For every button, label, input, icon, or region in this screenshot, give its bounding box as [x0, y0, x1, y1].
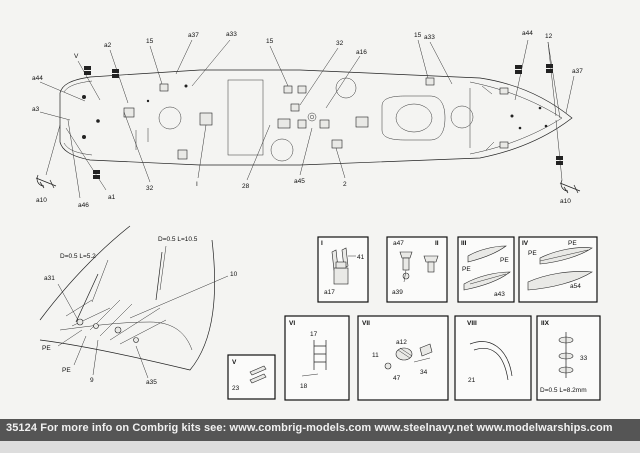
- panel-vii-11: 11: [372, 352, 379, 359]
- label-a45: a45: [294, 178, 305, 185]
- panel-v: [227, 354, 276, 400]
- assembly-diagram: a44 V a2 15 a37 a33 15 32 a16 15 a33 a44…: [32, 30, 601, 401]
- label-a44-left: a44: [32, 75, 43, 82]
- label-v: V: [74, 53, 79, 60]
- panel-v-23: 23: [232, 385, 240, 392]
- label-15-a: 15: [146, 38, 154, 45]
- label-a33-a: a33: [226, 31, 237, 38]
- panel-vii-47: 47: [393, 375, 401, 382]
- panel-ii-a47: a47: [393, 240, 404, 247]
- panel-iii: [457, 236, 515, 303]
- funnel-base: [270, 138, 294, 162]
- label-a46: a46: [78, 202, 89, 209]
- panel-vii-a12: a12: [396, 339, 407, 346]
- panel-ii: [386, 236, 448, 303]
- panel-vi-18: 18: [300, 383, 308, 390]
- panel-v-title: V: [232, 359, 237, 366]
- panel-i-a17: a17: [324, 289, 335, 296]
- bow-spec-left: D=0.5 L=5.2: [60, 253, 96, 260]
- panel-iix: [536, 315, 601, 401]
- panel-vi: [284, 315, 350, 401]
- panel-ii-a39: a39: [392, 289, 403, 296]
- label-a37-b: a37: [572, 68, 583, 75]
- panel-iv-pe-b: PE: [568, 240, 577, 247]
- panel-vii: [357, 315, 449, 401]
- turret-ring-aft: [158, 106, 182, 130]
- panel-ii-title: II: [435, 240, 439, 247]
- label-a2: a2: [104, 42, 112, 49]
- label-a44-right: a44: [522, 30, 533, 37]
- panel-iii-pe-a: PE: [462, 266, 471, 273]
- panel-iix-title: IIX: [541, 320, 550, 327]
- turret-ring-fwd: [450, 105, 474, 129]
- panel-vii-34: 34: [420, 369, 428, 376]
- bow-label-9: 9: [90, 377, 94, 384]
- panel-iii-a43: a43: [494, 291, 505, 298]
- footer-text: 35124 For more info on Combrig kits see:…: [6, 422, 613, 434]
- label-32-b: 32: [146, 185, 154, 192]
- panel-iii-title: III: [461, 240, 467, 247]
- label-a37-a: a37: [188, 32, 199, 39]
- forward-superstructure: [381, 95, 446, 141]
- label-a3: a3: [32, 106, 40, 113]
- panel-iix-spec: D=0.5 L=8.2mm: [540, 387, 587, 394]
- panel-iv-pe-a: PE: [528, 250, 537, 257]
- bow-label-a35: a35: [146, 379, 157, 386]
- label-a16: a16: [356, 49, 367, 56]
- panel-iv-title: IV: [522, 240, 529, 247]
- panel-i: [317, 236, 369, 303]
- panel-viii-title: VIII: [467, 320, 477, 327]
- label-12: 12: [545, 33, 553, 40]
- label-15-b: 15: [266, 38, 274, 45]
- label-roman-i: I: [196, 181, 198, 188]
- panel-viii-21: 21: [468, 377, 476, 384]
- deck-leaders: [39, 39, 575, 199]
- bottom-strip: [0, 441, 640, 453]
- label-2: 2: [343, 181, 347, 188]
- panel-vii-title: VII: [362, 320, 370, 327]
- anchor-right: [559, 179, 581, 194]
- flag-markers: [84, 64, 563, 179]
- panel-viii: [454, 315, 532, 401]
- panel-iii-pe-b: PE: [500, 257, 509, 264]
- anchor-left: [35, 174, 57, 189]
- bow-label-pe-b: PE: [62, 367, 71, 374]
- bow-label-pe-a: PE: [42, 345, 51, 352]
- panel-vi-17: 17: [310, 331, 318, 338]
- panel-vi-title: VI: [289, 320, 295, 327]
- label-32-a: 32: [336, 40, 344, 47]
- label-a33-b: a33: [424, 34, 435, 41]
- panel-iix-33: 33: [580, 355, 588, 362]
- bow-spec-right: D=0.5 L=10.5: [158, 236, 198, 243]
- footer-bar: [0, 419, 640, 441]
- panel-i-41: 41: [357, 254, 365, 261]
- hull-outline: [59, 69, 573, 166]
- label-15-c: 15: [414, 32, 422, 39]
- label-a10-left: a10: [36, 197, 47, 204]
- bow-label-10: 10: [230, 271, 238, 278]
- panel-iv: [518, 236, 598, 303]
- label-a1: a1: [108, 194, 116, 201]
- superstructure-block: [227, 79, 264, 156]
- panel-iv-a54: a54: [570, 283, 581, 290]
- label-a10-right: a10: [560, 198, 571, 205]
- bow-label-a31: a31: [44, 275, 55, 282]
- label-28: 28: [242, 183, 250, 190]
- deck-plan: [59, 69, 573, 166]
- panel-i-title: I: [321, 240, 323, 247]
- bow-detail: [39, 225, 229, 379]
